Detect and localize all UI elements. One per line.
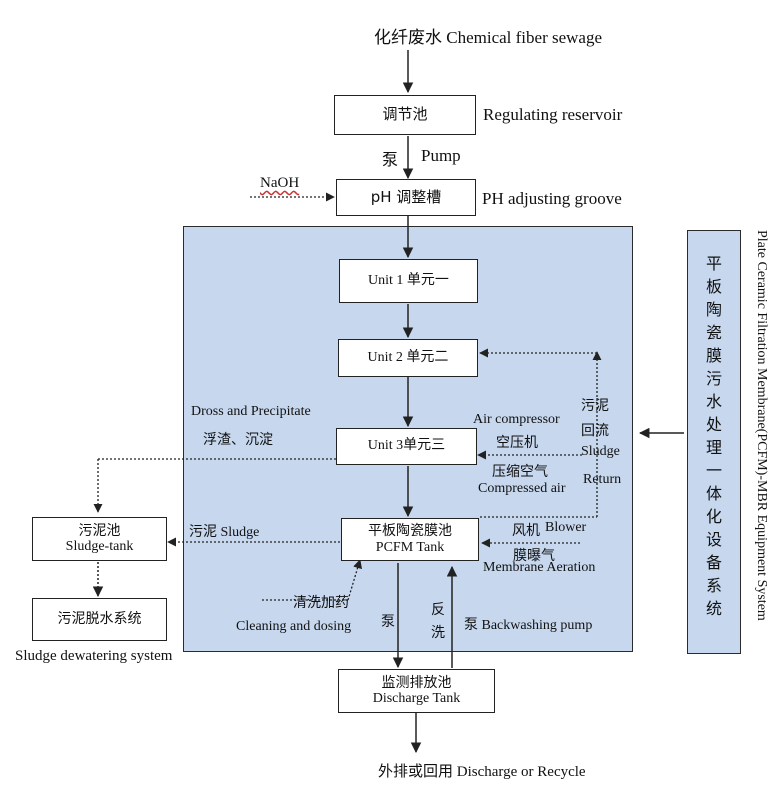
blower-label-cn: 风机 (512, 523, 540, 539)
regulating-reservoir-label: Regulating reservoir (483, 105, 623, 124)
sludge-dewatering-box: 污泥脱水系统 (32, 598, 167, 641)
sludge-flow-label: 污泥 Sludge (189, 525, 260, 540)
dross-label-en: Dross and Precipitate (191, 404, 311, 419)
sludge-tank-box: 污泥池 Sludge-tank (32, 517, 167, 561)
membrane-aeration-label-en: Membrane Aeration (483, 560, 596, 575)
final-output-label: 外排或回用 Discharge or Recycle (378, 764, 586, 780)
pcfm-tank-label-cn: 平板陶瓷膜池 (368, 523, 452, 540)
ph-adjusting-label-cn: pH 调整槽 (370, 187, 442, 206)
pump-label-cn: 泵 (382, 150, 399, 169)
backwash-label-cn: 反洗 (431, 602, 445, 641)
pcfm-tank-box: 平板陶瓷膜池 PCFM Tank (341, 518, 479, 561)
ph-adjusting-box: pH 调整槽 (336, 179, 476, 216)
air-compressor-label-en: Air compressor (473, 412, 560, 427)
compressed-air-label-en: Compressed air (478, 481, 566, 496)
naoh-label: NaOH (260, 175, 300, 191)
regulating-reservoir-box: 调节池 (334, 95, 476, 135)
pump-label-en: Pump (421, 146, 461, 165)
membrane-aeration-label-cn: 膜曝气 (513, 548, 555, 564)
unit-2-label: Unit 2 单元二 (367, 349, 449, 365)
sludge-return-cn-1: 污泥 (581, 398, 609, 414)
sludge-return-cn-2: 回流 (581, 423, 609, 439)
system-label-chinese: 平板陶瓷膜污水处理一体化设备系统 (705, 254, 722, 618)
sludge-return-en-2: Return (583, 472, 622, 487)
unit-3-label: Unit 3单元三 (367, 438, 446, 454)
discharge-pump-label: 泵 (381, 614, 395, 630)
unit-1-box: Unit 1 单元一 (339, 259, 478, 303)
sludge-tank-label-en: Sludge-tank (65, 539, 134, 554)
sludge-dewatering-label-cn: 污泥脱水系统 (57, 611, 142, 628)
sludge-tank-label-cn: 污泥池 (78, 522, 121, 539)
system-label-box (687, 230, 741, 654)
air-compressor-label-cn: 空压机 (496, 435, 538, 451)
sludge-return-en-1: Sludge (581, 444, 620, 459)
discharge-tank-box: 监测排放池 Discharge Tank (338, 669, 495, 713)
cleaning-label-en: Cleaning and dosing (236, 619, 352, 634)
regulating-reservoir-label-cn: 调节池 (382, 105, 428, 124)
input-label: 化纤废水 Chemical fiber sewage (374, 28, 603, 47)
system-label-english: Plate Ceramic Filtration Membrane(PCFM)-… (754, 230, 769, 621)
unit-3-box: Unit 3单元三 (336, 428, 477, 465)
backwash-pump-label: 泵 Backwashing pump (464, 618, 593, 633)
cleaning-label-cn: 清洗加药 (293, 595, 349, 611)
ph-adjusting-label: PH adjusting groove (482, 189, 622, 208)
discharge-tank-label-en: Discharge Tank (372, 691, 461, 706)
unit-1-label: Unit 1 单元一 (368, 272, 449, 288)
compressed-air-label-cn: 压缩空气 (492, 464, 548, 480)
discharge-tank-label-cn: 监测排放池 (381, 674, 452, 691)
blower-label-en: Blower (545, 520, 587, 535)
unit-2-box: Unit 2 单元二 (338, 339, 478, 377)
pcfm-tank-label-en: PCFM Tank (375, 539, 445, 555)
sludge-dewatering-label: Sludge dewatering system (15, 648, 173, 664)
dross-label-cn: 浮渣、沉淀 (203, 432, 273, 448)
